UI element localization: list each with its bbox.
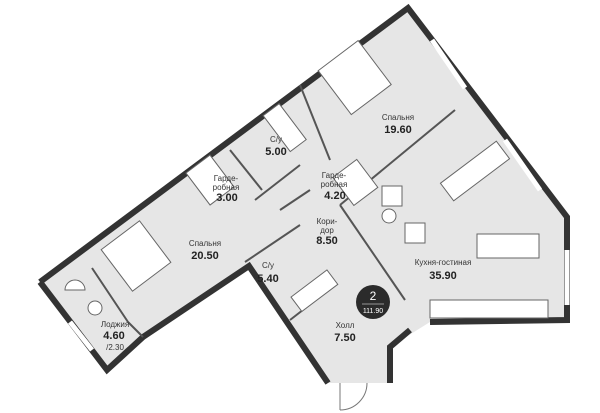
round-table	[87, 300, 103, 316]
sofa	[439, 140, 511, 202]
furniture	[64, 39, 549, 319]
room-name-wardrobe2-l1: Гарде-	[322, 171, 347, 180]
room-area-wardrobe2: 4.20	[324, 190, 345, 202]
interior-walls	[91, 84, 456, 338]
room-reduced-area-loggia: /2.30	[106, 343, 124, 352]
wardrobe	[332, 158, 379, 207]
window	[429, 38, 468, 90]
bed	[100, 220, 172, 292]
apartment-badge: 2 111.90	[356, 285, 390, 319]
outer-wall	[38, 3, 570, 325]
room-name-hall: Холл	[336, 321, 355, 330]
room-name-bedroom1: Спальня	[382, 113, 414, 122]
room-area-bedroom1: 19.60	[384, 124, 412, 136]
room-name-wardrobe1-l1: Гарде-	[214, 174, 239, 183]
room-area-bath1: 5.00	[265, 146, 286, 158]
room-name-bedroom2: Спальня	[189, 239, 221, 248]
window	[68, 320, 94, 352]
room-area-loggia: 4.60	[103, 330, 124, 342]
wardrobe	[185, 154, 235, 206]
outer-wall-hall	[387, 327, 412, 383]
rooms-count: 2	[370, 289, 377, 303]
room-area-bath2: 5.40	[257, 273, 278, 285]
room-name-corridor-l2: дор	[320, 226, 334, 235]
room-name-loggia: Лоджия	[101, 320, 129, 329]
kitchen-counter	[429, 299, 549, 319]
room-name-corridor-l1: Кори-	[317, 217, 338, 226]
dining-table	[476, 233, 540, 259]
room-name-kitchen: Кухня-гостиная	[415, 258, 472, 267]
armchair	[404, 222, 426, 244]
room-name-wardrobe2-l2: робная	[321, 180, 348, 189]
window	[502, 138, 543, 192]
room-name-bath1: С/у	[270, 135, 282, 144]
bathtub	[290, 269, 339, 313]
room-area-hall: 7.50	[334, 332, 355, 344]
room-area-kitchen: 35.90	[429, 270, 457, 282]
room-area-wardrobe1: 3.00	[216, 192, 237, 204]
bed	[317, 39, 392, 116]
room-name-wardrobe1-l2: робная	[213, 183, 240, 192]
room-area-corridor: 8.50	[316, 235, 337, 247]
bath-chair	[64, 279, 86, 291]
entry-door[interactable]	[339, 382, 368, 411]
room-area-bedroom2: 20.50	[191, 250, 219, 262]
coffee-table	[381, 208, 397, 224]
bathtub	[262, 102, 307, 153]
room-name-bath2: С/у	[262, 261, 274, 270]
total-area: 111.90	[363, 308, 383, 315]
armchair	[381, 185, 403, 207]
